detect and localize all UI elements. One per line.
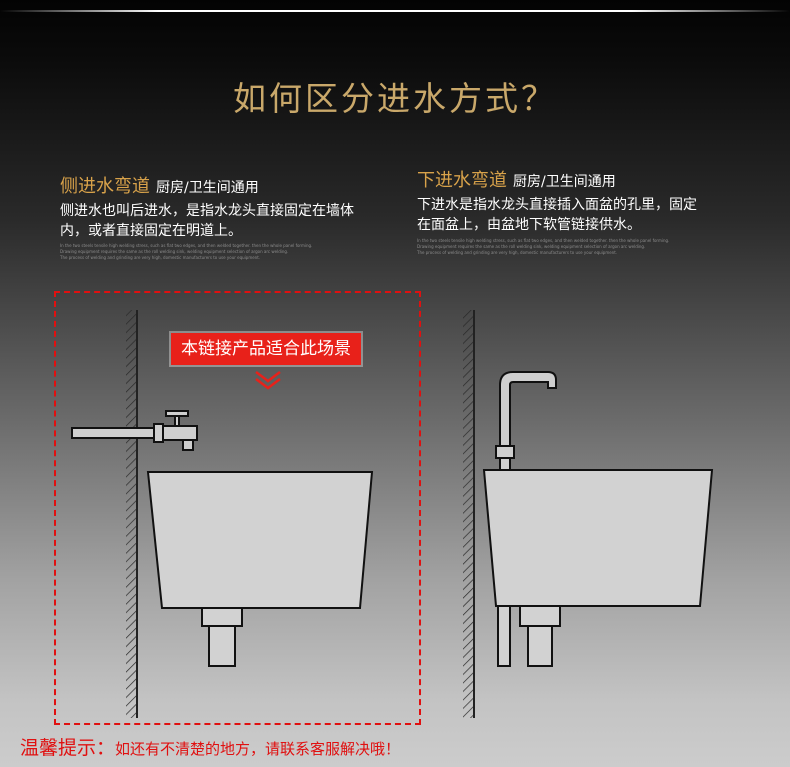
- left-description-line-1: 侧进水也叫后进水，是指水龙头直接固定在墙体: [60, 203, 354, 219]
- wall-faucet-icon: [71, 410, 198, 451]
- right-fine-line-1: In the two steels tensile high welding s…: [417, 238, 670, 243]
- right-fine-line-3: The process of welding and grinding are …: [417, 250, 618, 255]
- left-wall-icon: [126, 310, 138, 718]
- left-fine-print: In the two steels tensile high welding s…: [60, 243, 360, 261]
- right-description-line-2: 在面盆上，由盆地下软管链接供水。: [417, 217, 641, 233]
- left-basin-icon: [146, 471, 374, 667]
- right-description-line-1: 下进水是指水龙头直接插入面盆的孔里，固定: [417, 197, 697, 213]
- right-description: 下进水是指水龙头直接插入面盆的孔里，固定 在面盆上，由盆地下软管链接供水。: [417, 195, 757, 235]
- left-description-line-2: 内，或者直接固定在明道上。: [60, 223, 242, 239]
- right-fine-print: In the two steels tensile high welding s…: [417, 238, 707, 256]
- chevron-down-icon: [255, 371, 281, 390]
- applicable-scene-badge: 本链接产品适合此场景: [171, 333, 361, 365]
- page-title: 如何区分进水方式？: [233, 79, 557, 118]
- applicable-scene-frame: [54, 291, 421, 725]
- left-description: 侧进水也叫后进水，是指水龙头直接固定在墙体 内，或者直接固定在明道上。: [60, 201, 405, 241]
- left-fine-line-3: The process of welding and grinding are …: [60, 255, 261, 260]
- warm-tip: 温馨提示：如还有不清楚的地方，请联系客服解决哦！: [20, 733, 400, 760]
- left-fine-line-1: In the two steels tensile high welding s…: [60, 243, 313, 248]
- right-heading-scene: 厨房/卫生间通用: [513, 174, 616, 190]
- right-fine-line-2: Drawing equipment requires the same as t…: [417, 244, 646, 249]
- warm-tip-label: 温馨提示：: [20, 737, 116, 759]
- right-basin-icon: [482, 469, 714, 667]
- right-wall-icon: [463, 310, 475, 718]
- left-heading: 侧进水弯道厨房/卫生间通用: [60, 172, 259, 198]
- warm-tip-text: 如还有不清楚的地方，请联系客服解决哦！: [115, 740, 401, 758]
- right-heading: 下进水弯道厨房/卫生间通用: [417, 166, 616, 192]
- top-divider-line: [0, 10, 790, 12]
- left-heading-scene: 厨房/卫生间通用: [156, 180, 259, 196]
- left-fine-line-2: Drawing equipment requires the same as t…: [60, 249, 289, 254]
- right-heading-accent: 下进水弯道: [417, 170, 507, 191]
- left-heading-accent: 侧进水弯道: [60, 176, 150, 197]
- deck-faucet-icon: [495, 371, 557, 471]
